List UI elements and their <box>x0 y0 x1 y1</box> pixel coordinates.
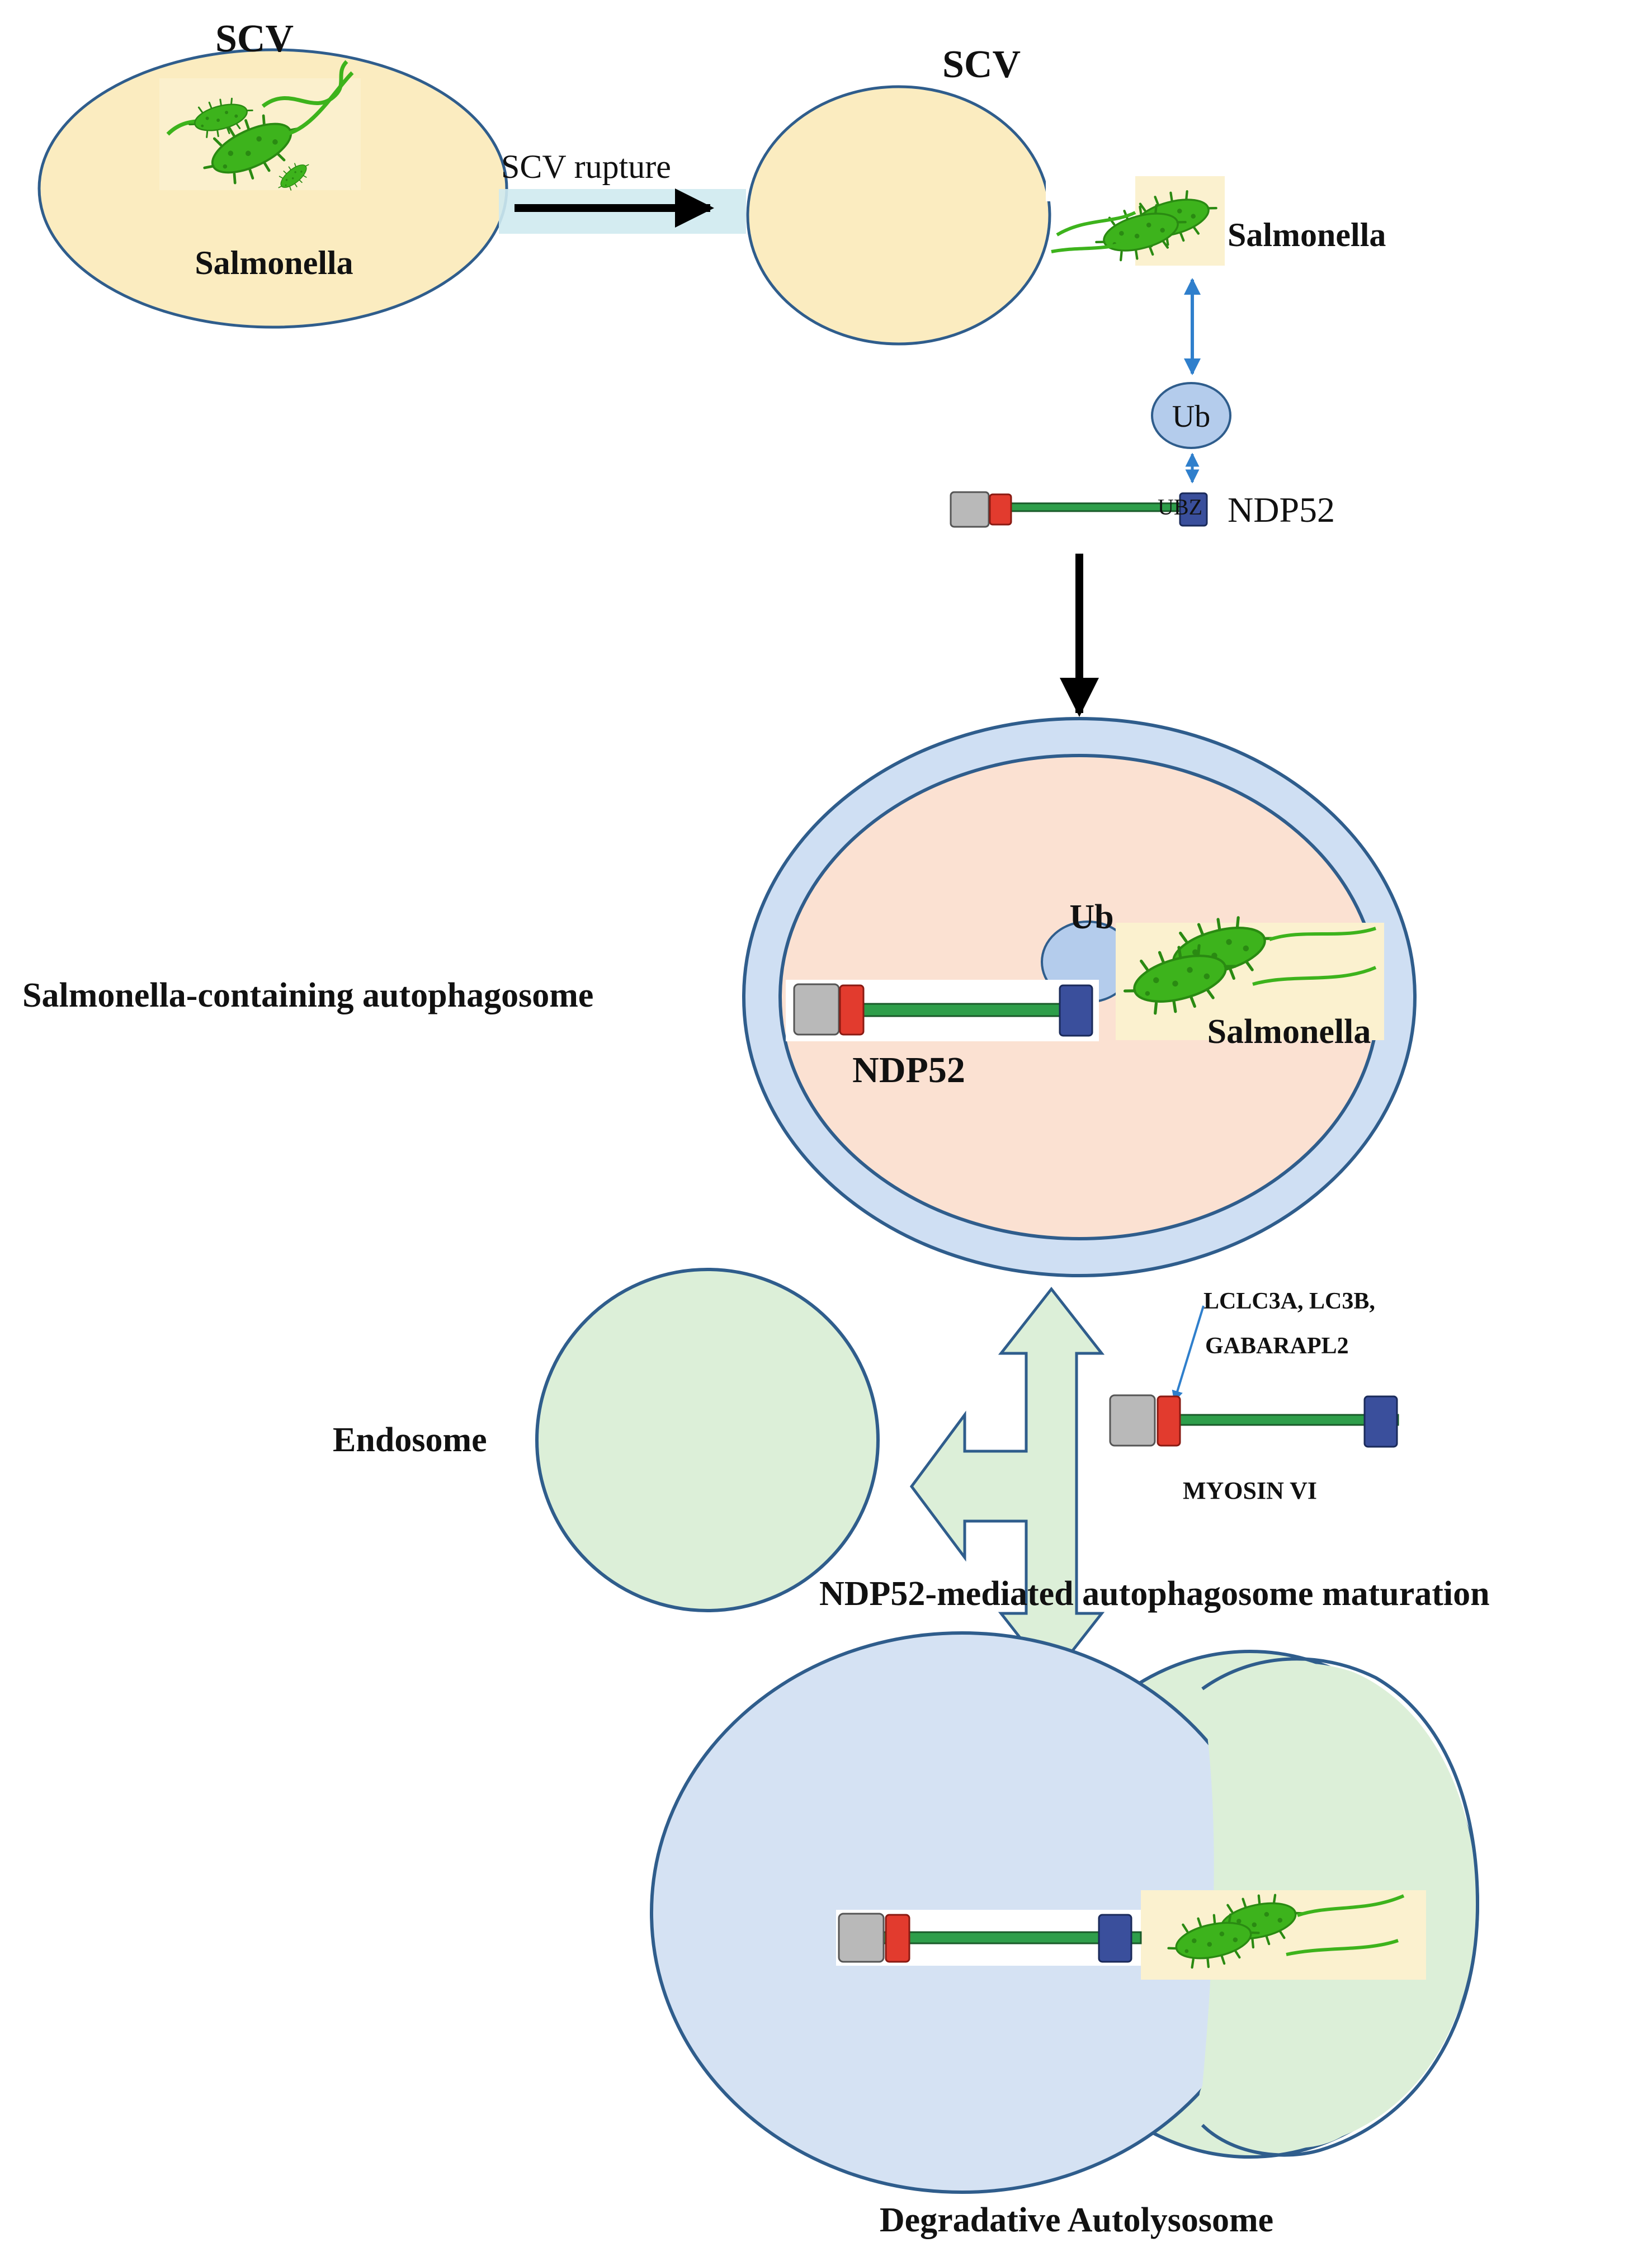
salmonella-cluster-autophagosome-icon <box>1118 907 1377 1023</box>
scv-vesicle-right <box>746 85 1225 346</box>
scv-rupture-label: SCV rupture <box>501 148 671 185</box>
salmonella-cluster-right-icon <box>1051 182 1222 268</box>
salmonella-label-autophagosome: Salmonella <box>1207 1013 1371 1051</box>
autophagosome-label: Salmonella-containing autophagosome <box>22 976 593 1014</box>
salmonella-cluster-left-icon <box>166 60 354 197</box>
ubiquitin-top <box>1151 382 1231 449</box>
scv-vesicle-left <box>37 48 508 329</box>
autolysosome-label: Degradative Autolysosome <box>880 2201 1273 2239</box>
ndp52-construct-autolysosome <box>838 1913 1142 1963</box>
ndp52-label-top: NDP52 <box>1228 490 1335 530</box>
salmonella-cluster-autolysosome-icon <box>1164 1887 1405 1974</box>
endosome <box>535 1268 880 1612</box>
ndp52-construct-top <box>950 491 1208 528</box>
degradative-autolysosome <box>650 1631 1480 2194</box>
lc3-binding-arrow <box>1172 1305 1205 1402</box>
maturation-fusion-arrow <box>909 1286 1105 1680</box>
ubz-label: UBZ <box>1158 494 1202 520</box>
salmonella-label-left: Salmonella <box>195 244 353 281</box>
ndp52-label-autophagosome: NDP52 <box>852 1050 965 1091</box>
myosin-vi-label: MYOSIN VI <box>1183 1477 1317 1504</box>
lc3-label-line1: LCLC3A, LC3B, <box>1203 1288 1375 1314</box>
scv-label-right: SCV <box>942 43 1021 86</box>
scv-label-left: SCV <box>215 17 294 60</box>
salmonella-label-right: Salmonella <box>1228 216 1386 253</box>
myosin-vi-construct <box>1109 1394 1399 1448</box>
endosome-label: Endosome <box>333 1421 487 1459</box>
lc3-label-line2: GABARAPL2 <box>1205 1333 1349 1359</box>
scv-rupture-arrow <box>499 188 746 234</box>
salmonella-containing-autophagosome <box>742 717 1417 1277</box>
ub-label-autophagosome: Ub <box>1069 898 1113 936</box>
ub-label-top: Ub <box>1172 399 1210 434</box>
ndp52-construct-autophagosome <box>793 983 1093 1037</box>
maturation-label: NDP52-mediated autophagosome maturation <box>819 1575 1490 1613</box>
